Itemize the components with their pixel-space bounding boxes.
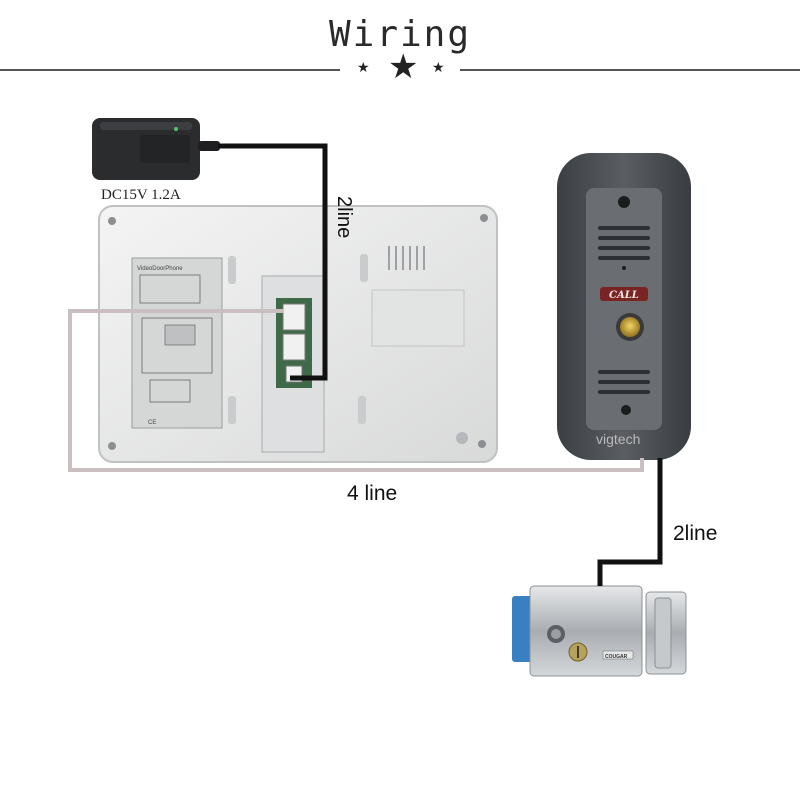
lock-brand: COUGAR — [605, 654, 628, 660]
indoor-monitor: VideoDoorPhone CE — [98, 205, 498, 463]
header-rule-right — [460, 69, 800, 71]
lock-wire-label: 2line — [673, 522, 718, 545]
wire-monitor-to-doorbell — [68, 309, 644, 472]
page-title: Wiring — [328, 14, 472, 55]
star-icon: ★ — [432, 60, 445, 76]
electric-lock: COUGAR — [512, 585, 687, 677]
wire-doorbell-to-lock — [597, 458, 663, 586]
outdoor-doorbell-unit: CALL vigtech — [557, 153, 691, 460]
monitor-ce-mark: CE — [148, 420, 156, 426]
doorbell-wire-label: 4 line — [347, 482, 398, 505]
call-button-icon — [620, 317, 640, 337]
call-label: CALL — [609, 290, 639, 301]
adapter-wire-label: 2line — [333, 196, 355, 239]
doorbell-brand: vigtech — [596, 431, 640, 447]
star-icon: ★ — [357, 60, 370, 76]
monitor-label-text: VideoDoorPhone — [137, 266, 183, 272]
power-adapter-label: DC15V 1.2A — [101, 187, 181, 203]
wire-adapter-to-monitor — [218, 143, 328, 381]
star-icon: ★ — [388, 47, 419, 87]
header-rule-left — [0, 69, 340, 71]
power-adapter-icon — [92, 118, 220, 180]
